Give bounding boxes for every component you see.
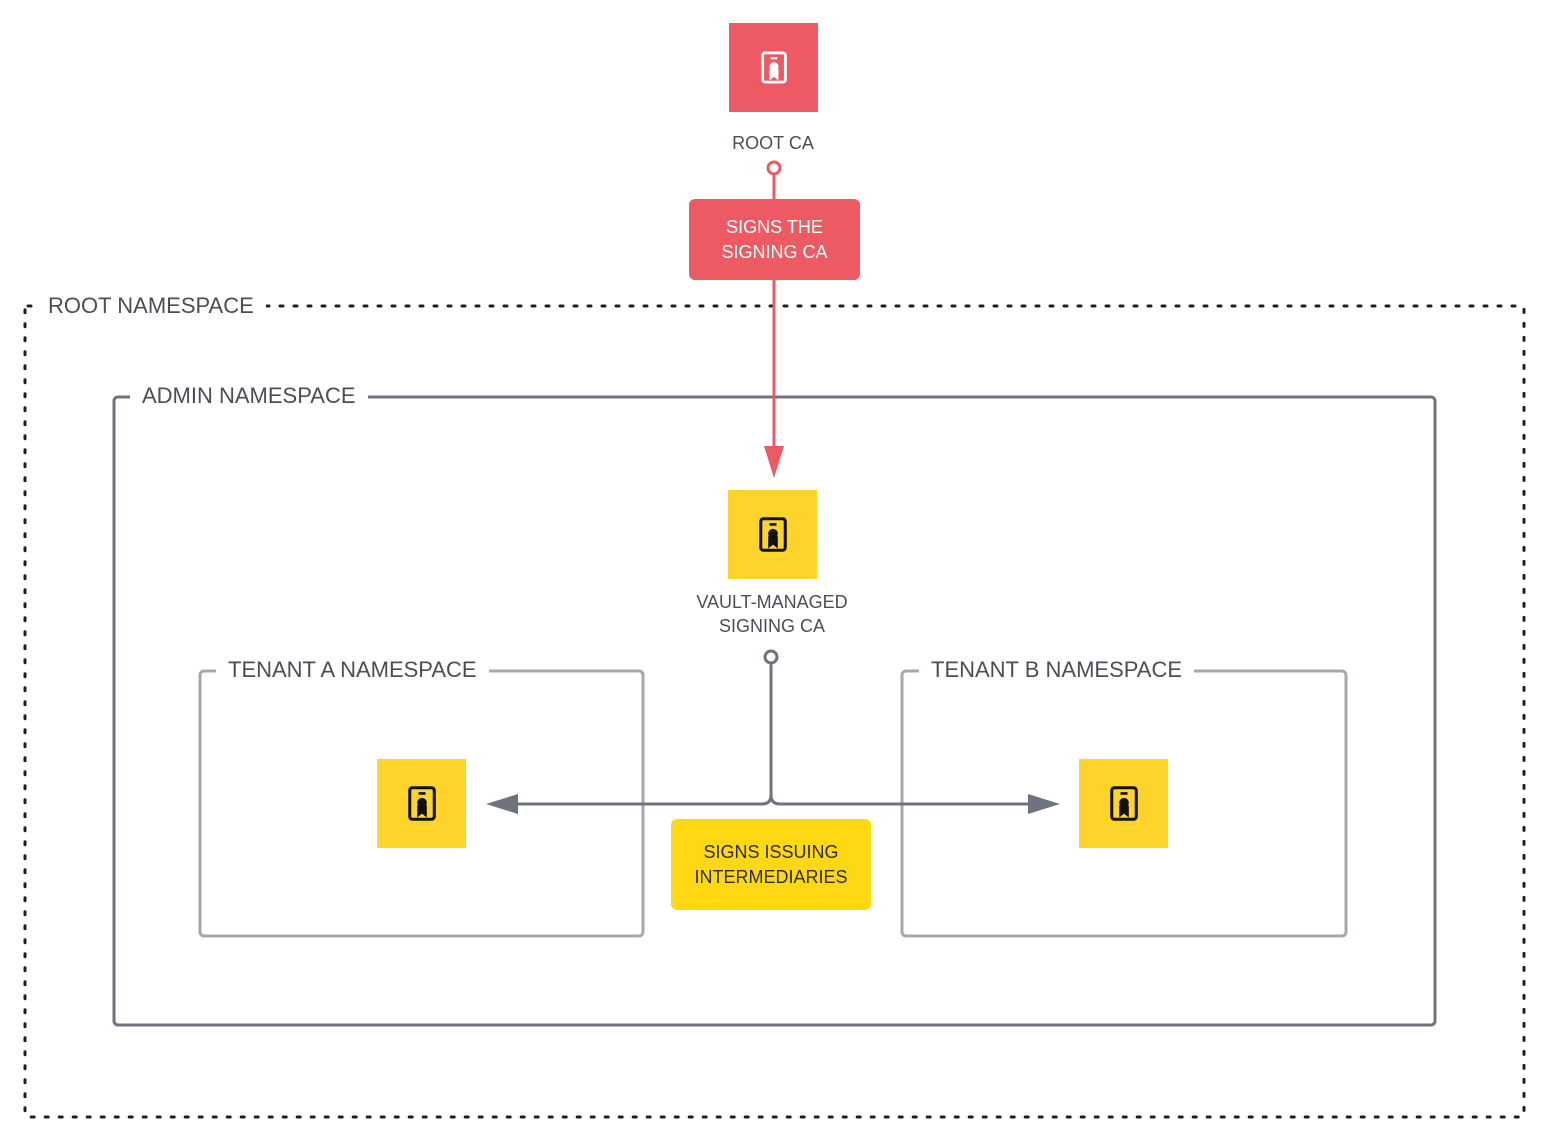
tenant-a-namespace-label: TENANT A NAMESPACE xyxy=(216,659,489,681)
signs-intermediaries-badge: SIGNS ISSUING INTERMEDIARIES xyxy=(671,819,871,910)
signs-intermediaries-line1: SIGNS ISSUING xyxy=(703,841,839,862)
root-ca-node xyxy=(729,23,818,112)
signing-ca-connector-origin xyxy=(763,649,779,665)
signs-signing-ca-line2: SIGNING CA xyxy=(721,241,828,262)
signs-signing-ca-line1: SIGNS THE xyxy=(726,216,823,237)
tenant-b-cert-node xyxy=(1079,759,1168,848)
signing-ca-connector-line xyxy=(505,663,1040,806)
tenant-a-arrowhead xyxy=(486,794,518,814)
certificate-icon xyxy=(759,517,787,552)
tenant-b-namespace-label: TENANT B NAMESPACE xyxy=(919,659,1195,681)
certificate-icon xyxy=(1110,786,1138,821)
certificate-icon xyxy=(761,51,787,84)
signs-signing-ca-badge: SIGNS THE SIGNING CA xyxy=(689,199,860,280)
signing-ca-node xyxy=(728,490,817,579)
signs-intermediaries-line2: INTERMEDIARIES xyxy=(694,866,848,887)
root-ca-label: ROOT CA xyxy=(732,133,814,153)
signing-ca-label: VAULT-MANAGED SIGNING CA xyxy=(696,590,847,638)
root-ca-connector-arrowhead xyxy=(764,446,784,478)
signing-ca-label-line2: SIGNING CA xyxy=(718,616,826,636)
root-namespace-label: ROOT NAMESPACE xyxy=(36,295,266,317)
certificate-icon xyxy=(408,786,436,821)
signing-ca-label-line1: VAULT-MANAGED xyxy=(696,592,848,612)
root-ca-connector-origin xyxy=(766,160,782,176)
tenant-a-cert-node xyxy=(377,759,466,848)
admin-namespace-label: ADMIN NAMESPACE xyxy=(130,385,368,407)
tenant-b-arrowhead xyxy=(1028,794,1060,814)
